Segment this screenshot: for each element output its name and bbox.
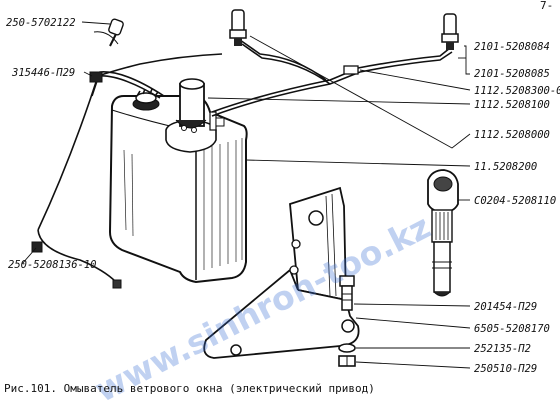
washer-hoses	[37, 39, 453, 283]
label-6505-5208170: 6505-5208170	[474, 323, 550, 335]
switch-assembly	[427, 169, 459, 297]
part-labels-right: 2101-5208084 2101-5208085 1112.5208300-0…	[474, 41, 560, 375]
label-315446-p29: 315446-П29	[11, 67, 75, 79]
label-1112-5208100: 1112.5208100	[474, 99, 550, 111]
label-2101-5208084: 2101-5208084	[474, 41, 550, 53]
tee-connector-left	[31, 241, 43, 253]
corner-mark: 7-	[540, 0, 553, 12]
nut	[338, 355, 356, 367]
figure-caption: Рис.101. Омыватель ветрового окна (элект…	[4, 382, 375, 395]
electric-pump	[165, 78, 225, 153]
hose-clip	[89, 71, 103, 83]
label-2101-5208085: 2101-5208085	[474, 68, 550, 80]
mounting-bracket	[203, 186, 360, 359]
label-1112-5208300-08: 1112.5208300-08	[474, 85, 560, 97]
lock-washer	[338, 343, 356, 353]
hose-connector	[343, 65, 359, 75]
nozzle-right	[441, 13, 459, 50]
label-250-5702122: 250-5702122	[6, 17, 76, 29]
grommet-top-left	[93, 18, 124, 47]
part-labels-left: 250-5702122 315446-П29 250-5208136-10	[6, 17, 97, 271]
label-250510-p29: 250510-П29	[474, 363, 537, 375]
label-11-5208200: 11.5208200	[474, 161, 537, 173]
filler-cap	[132, 88, 160, 111]
hose-end-left	[112, 279, 122, 289]
leader-lines	[21, 21, 471, 369]
watermark: www.sinhron-too.kz	[89, 207, 437, 401]
bolt	[339, 275, 355, 311]
nozzle-left	[229, 9, 247, 46]
label-252135-p2: 252135-П2	[474, 343, 531, 355]
label-250-5208136-10: 250-5208136-10	[8, 259, 97, 271]
label-201454-p29: 201454-П29	[474, 301, 537, 313]
label-1112-5208000: 1112.5208000	[474, 129, 550, 141]
label-c0204-5208110: С0204-5208110	[474, 195, 556, 207]
